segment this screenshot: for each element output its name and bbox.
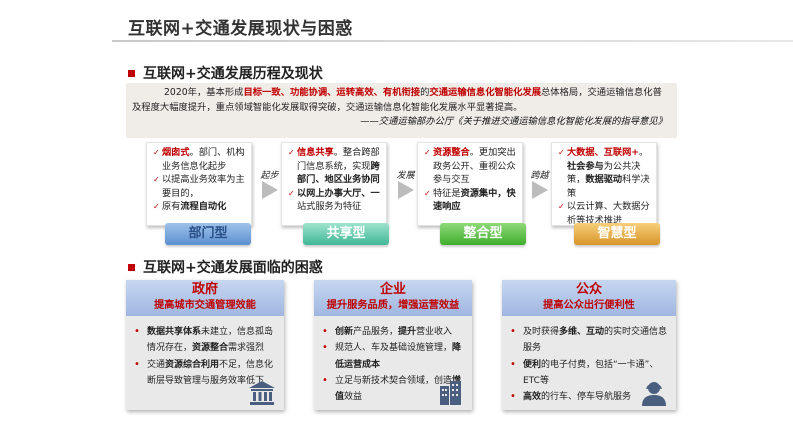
arrow-label: 起步 [260, 171, 279, 181]
stage-item: 以提高业务效率为主要目的， [153, 173, 248, 200]
panel-subtitle: 提升服务品质，增强运营效益 [326, 300, 460, 311]
section-heading-dilemma-label: 互联网+交通发展面临的困惑 [143, 260, 323, 276]
section-heading-history-label: 互联网+交通发展历程及现状 [143, 66, 323, 82]
panel-subtitle: 提高城市交通管理效能 [154, 300, 256, 311]
panel-item: 立足与新技术契合领域，创造增值效益 [322, 373, 466, 406]
stage-item: 大数据、互联网+。社会参与为公共决策，数据驱动科学决策 [558, 146, 653, 200]
section-heading-history: 互联网+交通发展历程及现状 [128, 63, 323, 83]
intro-highlight-2: 交通运输信息化智能化发展 [429, 87, 541, 98]
stage-item: 烟囱式。部门、机构业务信息化起步 [153, 146, 248, 173]
panel-header: 政府 提高城市交通管理效能 [126, 280, 284, 316]
page-title: 互联网+交通发展现状与困惑 [128, 19, 353, 39]
panel-item: 高效的行车、停车导航服务 [510, 389, 670, 406]
intro-paragraph: 2020年，基本形成目标一致、功能协调、运转高效、有机衔接的交通运输信息化智能化… [132, 86, 671, 115]
panel-public: 公众 提高公众出行便利性 及时获得多维、互动的实时交通信息服务 便利的电子付费，… [502, 280, 676, 410]
stage-item: 以网上办事大厅、一站式服务为特征 [288, 187, 383, 214]
panel-item: 数据共享体系未建立，信息孤岛情况存在，资源整合需求强烈 [134, 324, 278, 357]
right-arrow-icon [262, 181, 278, 199]
panel-title: 政府 [191, 282, 218, 297]
title-divider [112, 40, 793, 42]
arrow-leap: 跨越 [526, 168, 553, 204]
panel-title: 公众 [575, 282, 602, 297]
square-bullet-icon [128, 263, 135, 271]
stage-badge-integration: 整合型 [440, 223, 526, 245]
panel-enterprise: 企业 提升服务品质，增强运营效益 创新产品服务，提升营业收入 规范人、车及基础设… [314, 280, 472, 410]
panel-item: 创新产品服务，提升营业收入 [322, 324, 466, 341]
stage-item: 特征是资源集中，快速响应 [424, 187, 519, 214]
stage-card-smart: 大数据、互联网+。社会参与为公共决策，数据驱动科学决策 以云计算、大数据分析等技… [551, 142, 657, 226]
intro-text-1: 2020年，基本形成 [164, 87, 244, 98]
arrow-label: 跨越 [530, 171, 549, 181]
stage-card-sharing: 信息共享。整合跨部门信息系统，实现跨部门、地区业务协同 以网上办事大厅、一站式服… [281, 142, 387, 226]
panel-subtitle: 提高公众出行便利性 [543, 300, 635, 311]
panel-item: 交通资源综合利用不足，信息化断层导致管理与服务效率低下 [134, 357, 278, 390]
arrow-label: 发展 [396, 171, 415, 181]
intro-highlight-1: 目标一致、功能协调、运转高效、有机衔接 [243, 87, 421, 98]
panel-title: 企业 [379, 282, 406, 297]
intro-source: ——交通运输部办公厅《关于推进交通运输信息化智能化发展的指导意见》 [360, 116, 667, 127]
panel-government: 政府 提高城市交通管理效能 数据共享体系未建立，信息孤岛情况存在，资源整合需求强… [126, 280, 284, 410]
panel-item: 规范人、车及基础设施管理，降低运营成本 [322, 340, 466, 373]
section-heading-dilemma: 互联网+交通发展面临的困惑 [128, 257, 323, 277]
government-building-icon [249, 381, 275, 405]
arrow-start: 起步 [256, 168, 283, 204]
stage-badge-sharing: 共享型 [303, 223, 389, 245]
stage-item: 资源整合。更加突出政务公开、重视公众参与交互 [424, 146, 519, 187]
intro-quote-box: 2020年，基本形成目标一致、功能协调、运转高效、有机衔接的交通运输信息化智能化… [126, 83, 677, 138]
right-arrow-icon [398, 181, 414, 199]
stage-card-department: 烟囱式。部门、机构业务信息化起步 以提高业务效率为主要目的， 原有流程自动化 [146, 142, 252, 226]
arrow-develop: 发展 [392, 168, 419, 204]
office-building-icon [440, 381, 461, 405]
right-arrow-icon [532, 181, 548, 199]
panel-header: 公众 提高公众出行便利性 [502, 280, 676, 316]
stage-item: 以云计算、大数据分析等技术推进 [558, 200, 653, 227]
panel-item: 便利的电子付费，包括“一卡通”、ETC等 [510, 357, 670, 390]
stage-badge-department: 部门型 [165, 223, 251, 245]
panel-header: 企业 提升服务品质，增强运营效益 [314, 280, 472, 316]
stage-badge-smart: 智慧型 [574, 223, 660, 245]
square-bullet-icon [128, 69, 135, 77]
intro-text-2: 的 [420, 87, 430, 98]
stage-item: 原有流程自动化 [153, 200, 248, 214]
stage-item: 信息共享。整合跨部门信息系统，实现跨部门、地区业务协同 [288, 146, 383, 187]
panel-item: 及时获得多维、互动的实时交通信息服务 [510, 324, 670, 357]
intro-text-3: 总体格局，交通运输信息化普及程度大幅度提升，重点领域智能化发展取得突破，交通运输… [132, 87, 662, 113]
user-service-icon [642, 382, 666, 406]
stage-card-integration: 资源整合。更加突出政务公开、重视公众参与交互 特征是资源集中，快速响应 [417, 142, 523, 226]
